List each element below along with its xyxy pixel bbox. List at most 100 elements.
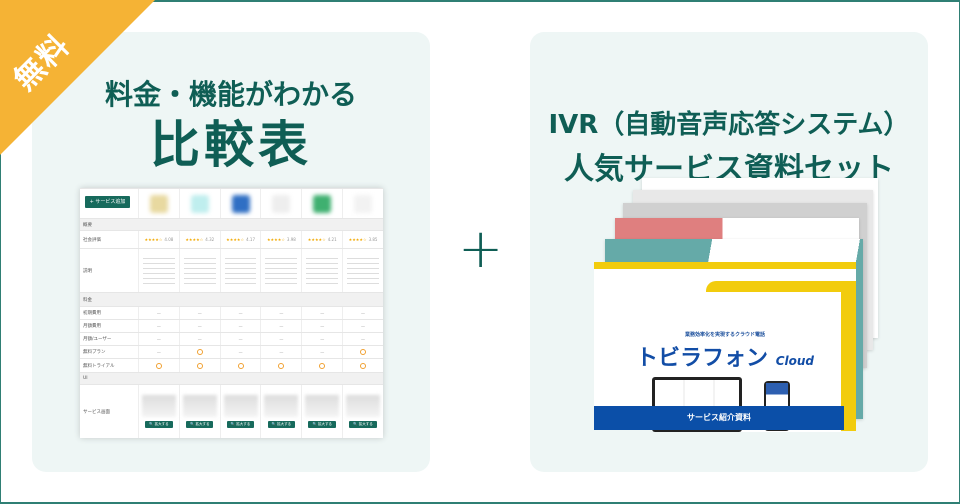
- table-row: 説明: [80, 248, 383, 292]
- table-cell: [220, 373, 261, 384]
- dash: —: [279, 310, 284, 316]
- table-cell: [342, 219, 383, 230]
- table-cell: [301, 359, 342, 372]
- table-cell: [260, 359, 301, 372]
- table-cell: [301, 249, 342, 292]
- row-label: 概要: [83, 222, 92, 228]
- dash: —: [156, 310, 161, 316]
- plus-icon: +: [458, 217, 504, 280]
- table-cell: [301, 373, 342, 384]
- row-label: 料金: [83, 297, 92, 303]
- table-cell: [219, 249, 261, 292]
- row-label: サービス画面: [83, 409, 110, 415]
- rating-value: 3.85: [368, 237, 378, 242]
- row-label: UI: [83, 376, 88, 381]
- row-label: 無料プラン: [83, 350, 106, 355]
- dash: —: [320, 336, 325, 342]
- cover-subtitle: 業務効率化を実現するクラウド電話: [684, 332, 765, 338]
- table-cell: —: [138, 346, 179, 358]
- table-cell: [179, 293, 220, 306]
- dash: —: [156, 336, 161, 342]
- comparison-title: 比較表: [150, 116, 312, 174]
- table-cell: —: [342, 307, 383, 319]
- table-cell: ★★★★☆4.08: [138, 231, 179, 248]
- table-cell: [342, 346, 383, 358]
- comparison-table-preview: + サービス追加 概要社会評価★★★★☆4.08★★★★☆4.32★★★★☆4.…: [80, 188, 383, 438]
- service-logo: [272, 194, 291, 213]
- available-circle-icon: [196, 349, 203, 355]
- service-logo: [231, 194, 250, 213]
- table-row: 月額費用 — — — — — —: [80, 319, 383, 332]
- table-cell: [260, 293, 301, 306]
- table-cell: [342, 189, 383, 218]
- dash: —: [279, 323, 284, 329]
- row-label: 社会評価: [83, 237, 101, 243]
- materials-heading: IVR（自動音声応答システム）: [548, 110, 910, 140]
- rating-stars: ★★★★☆: [307, 237, 326, 242]
- dash: —: [361, 336, 366, 342]
- zoom-button[interactable]: 🔍 拡大する: [267, 421, 296, 428]
- dash: —: [197, 323, 202, 329]
- dash: —: [238, 310, 243, 316]
- table-cell: —: [301, 346, 342, 358]
- table-cell: —: [138, 320, 179, 332]
- table-row: UI: [80, 372, 383, 384]
- table-cell: 🔍 拡大する: [178, 385, 220, 438]
- table-row: 月額/ユーザー——————: [80, 332, 383, 345]
- available-circle-icon: [360, 362, 367, 369]
- table-cell: [260, 189, 301, 218]
- dash: —: [320, 310, 325, 316]
- dash: —: [238, 349, 243, 355]
- row-label: 月額費用: [83, 324, 101, 329]
- zoom-button[interactable]: 🔍 拡大する: [145, 421, 173, 428]
- table-cell: —: [138, 333, 179, 345]
- zoom-button[interactable]: 🔍 拡大する: [186, 421, 214, 428]
- table-cell: —: [219, 320, 261, 332]
- table-cell: [301, 219, 342, 230]
- dash: —: [156, 323, 161, 329]
- table-cell: —: [342, 320, 383, 332]
- rating-stars: ★★★★☆: [185, 237, 204, 242]
- table-row: 概要: [80, 218, 383, 230]
- zoom-button[interactable]: 🔍 拡大する: [308, 421, 336, 428]
- rating-stars: ★★★★☆: [226, 237, 245, 242]
- row-label: 無料トライアル: [83, 363, 115, 369]
- service-logo: [190, 194, 209, 213]
- rating-stars: ★★★★☆: [266, 237, 285, 242]
- table-cell: —: [138, 307, 179, 319]
- table-cell: ★★★★☆4.21: [301, 231, 342, 248]
- available-circle-icon: [278, 362, 285, 369]
- table-cell: 🔍 拡大する: [219, 385, 261, 438]
- screenshot-thumbnail: [141, 395, 176, 417]
- zoom-button[interactable]: 🔍 拡大する: [226, 421, 255, 428]
- table-cell: [178, 359, 220, 372]
- dash: —: [279, 349, 284, 355]
- table-cell: [342, 293, 383, 306]
- table-cell: —: [301, 307, 342, 319]
- table-cell: 🔍 拡大する: [138, 385, 179, 438]
- dash: —: [238, 323, 243, 329]
- rating-stars: ★★★★☆: [348, 237, 367, 242]
- table-cell: [301, 189, 342, 218]
- table-cell: [178, 189, 220, 218]
- row-label: 月額/ユーザー: [83, 337, 112, 342]
- table-cell: —: [301, 333, 342, 345]
- free-badge: [0, 0, 155, 155]
- rating-value: 4.17: [246, 237, 255, 242]
- screenshot-thumbnail: [346, 395, 381, 417]
- table-row: [80, 188, 383, 218]
- table-cell: 🔍 拡大する: [301, 385, 342, 438]
- table-cell: —: [178, 307, 220, 319]
- table-cell: —: [219, 346, 261, 358]
- add-service-button[interactable]: + サービス追加: [85, 196, 130, 208]
- table-cell: [138, 249, 179, 292]
- dash: —: [197, 310, 202, 316]
- table-row: 無料プラン — — — —: [80, 345, 383, 358]
- table-cell: —: [178, 320, 220, 332]
- table-cell: [179, 219, 220, 230]
- brand-logo: トビラフォン Cloud: [636, 346, 814, 371]
- zoom-button[interactable]: 🔍 拡大する: [349, 421, 377, 428]
- dash: —: [238, 336, 243, 342]
- dash: —: [320, 323, 325, 329]
- table-cell: ★★★★☆3.98: [260, 231, 301, 248]
